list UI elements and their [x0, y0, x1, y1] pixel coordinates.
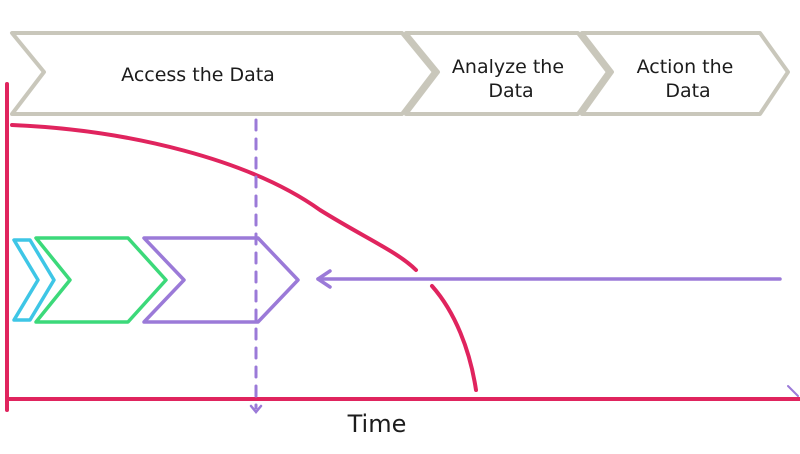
stage-action-banner — [580, 31, 790, 116]
feedback-arrow-head — [316, 269, 332, 289]
value-curve-upper — [10, 123, 418, 272]
feedback-arrow — [316, 269, 782, 289]
chevron-green — [34, 236, 168, 324]
stage-access-banner — [10, 31, 436, 116]
stage-analyze-banner — [404, 31, 610, 116]
time-marker — [249, 118, 263, 414]
stage-banners: Access the Data Analyze the Data Action … — [10, 31, 790, 116]
dashed-marker-arrow-tip — [249, 404, 263, 414]
process-chevrons — [12, 236, 300, 324]
stage-access-label: Access the Data — [121, 64, 275, 86]
axes: Time — [5, 82, 800, 438]
value-curve-lower — [430, 284, 478, 392]
chevron-cyan — [12, 238, 56, 322]
x-axis-label: Time — [347, 410, 407, 438]
x-axis-arrow-tip — [787, 385, 799, 397]
stage-analyze-label: Analyze the Data — [452, 56, 570, 102]
stage-action-label: Action the Data — [637, 56, 740, 102]
value-curve — [10, 123, 478, 392]
chevron-purple — [142, 236, 300, 324]
